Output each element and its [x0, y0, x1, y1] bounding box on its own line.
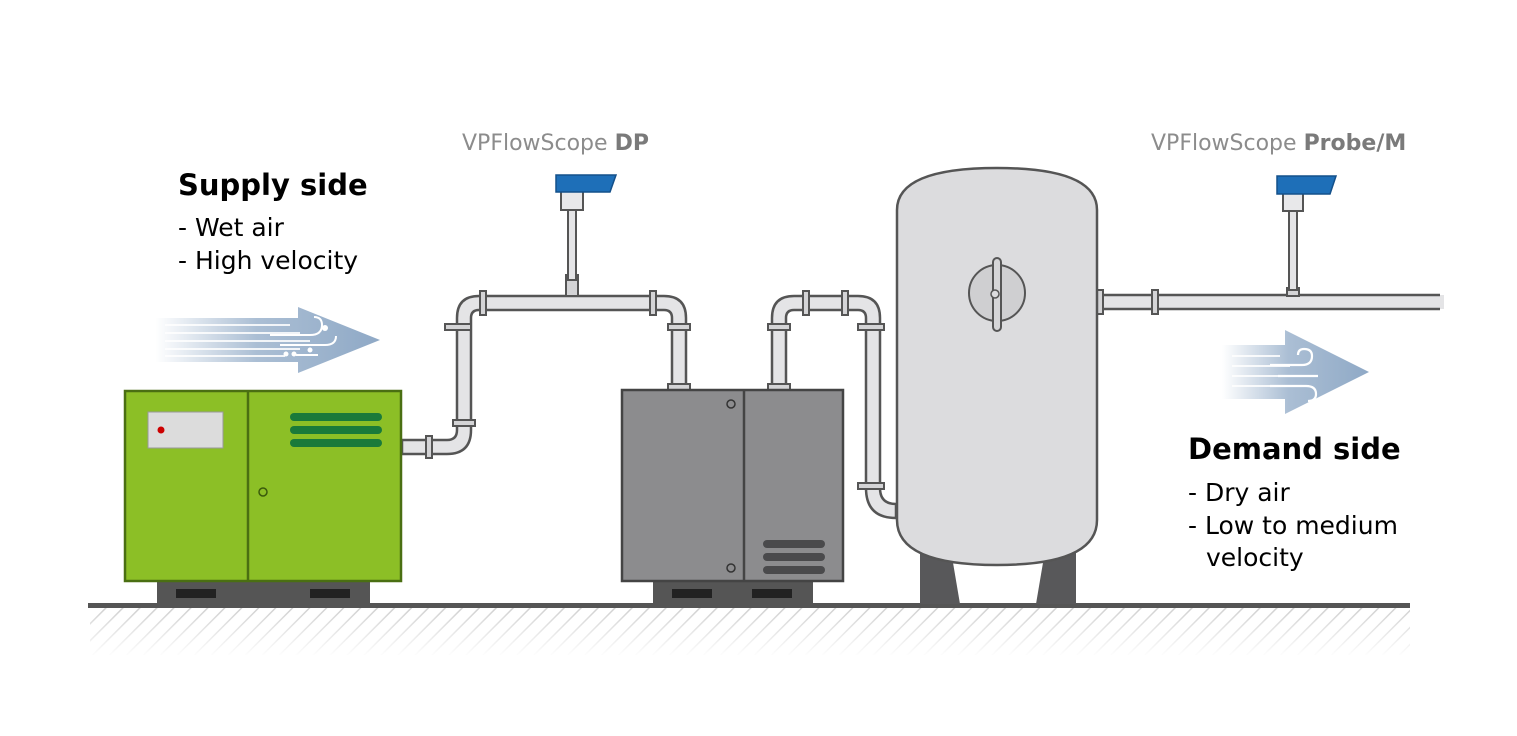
supply-item-wet-air: - Wet air: [178, 213, 284, 242]
demand-flow-arrow: [1222, 330, 1369, 414]
demand-item-velocity: - Low to medium: [1188, 511, 1398, 540]
sensor-dp-label: VPFlowScope DP: [462, 131, 649, 156]
sensor-probe: [1276, 175, 1338, 291]
wind-drops-icon: [270, 316, 337, 357]
demand-item-velocity-cont: velocity: [1206, 543, 1304, 572]
demand-item-dry-air: - Dry air: [1188, 478, 1290, 507]
pipe-flanges: [425, 274, 1300, 490]
sensor-dp: [555, 174, 618, 281]
indicator-light: [157, 426, 165, 434]
demand-side-title: Demand side: [1188, 432, 1401, 466]
compressor-vents: [290, 413, 382, 447]
compressor: [123, 389, 403, 604]
dryer: [620, 388, 845, 604]
piping: [400, 293, 1444, 520]
sensor-probe-label: VPFlowScope Probe/M: [1151, 131, 1407, 156]
supply-item-velocity: - High velocity: [178, 246, 359, 275]
air-receiver-tank: [895, 166, 1099, 604]
supply-side-title: Supply side: [178, 168, 368, 202]
floor: [88, 603, 1410, 657]
supply-flow-arrow: [155, 307, 380, 373]
dryer-vents: [763, 540, 825, 574]
wind-icon: [1270, 347, 1318, 403]
